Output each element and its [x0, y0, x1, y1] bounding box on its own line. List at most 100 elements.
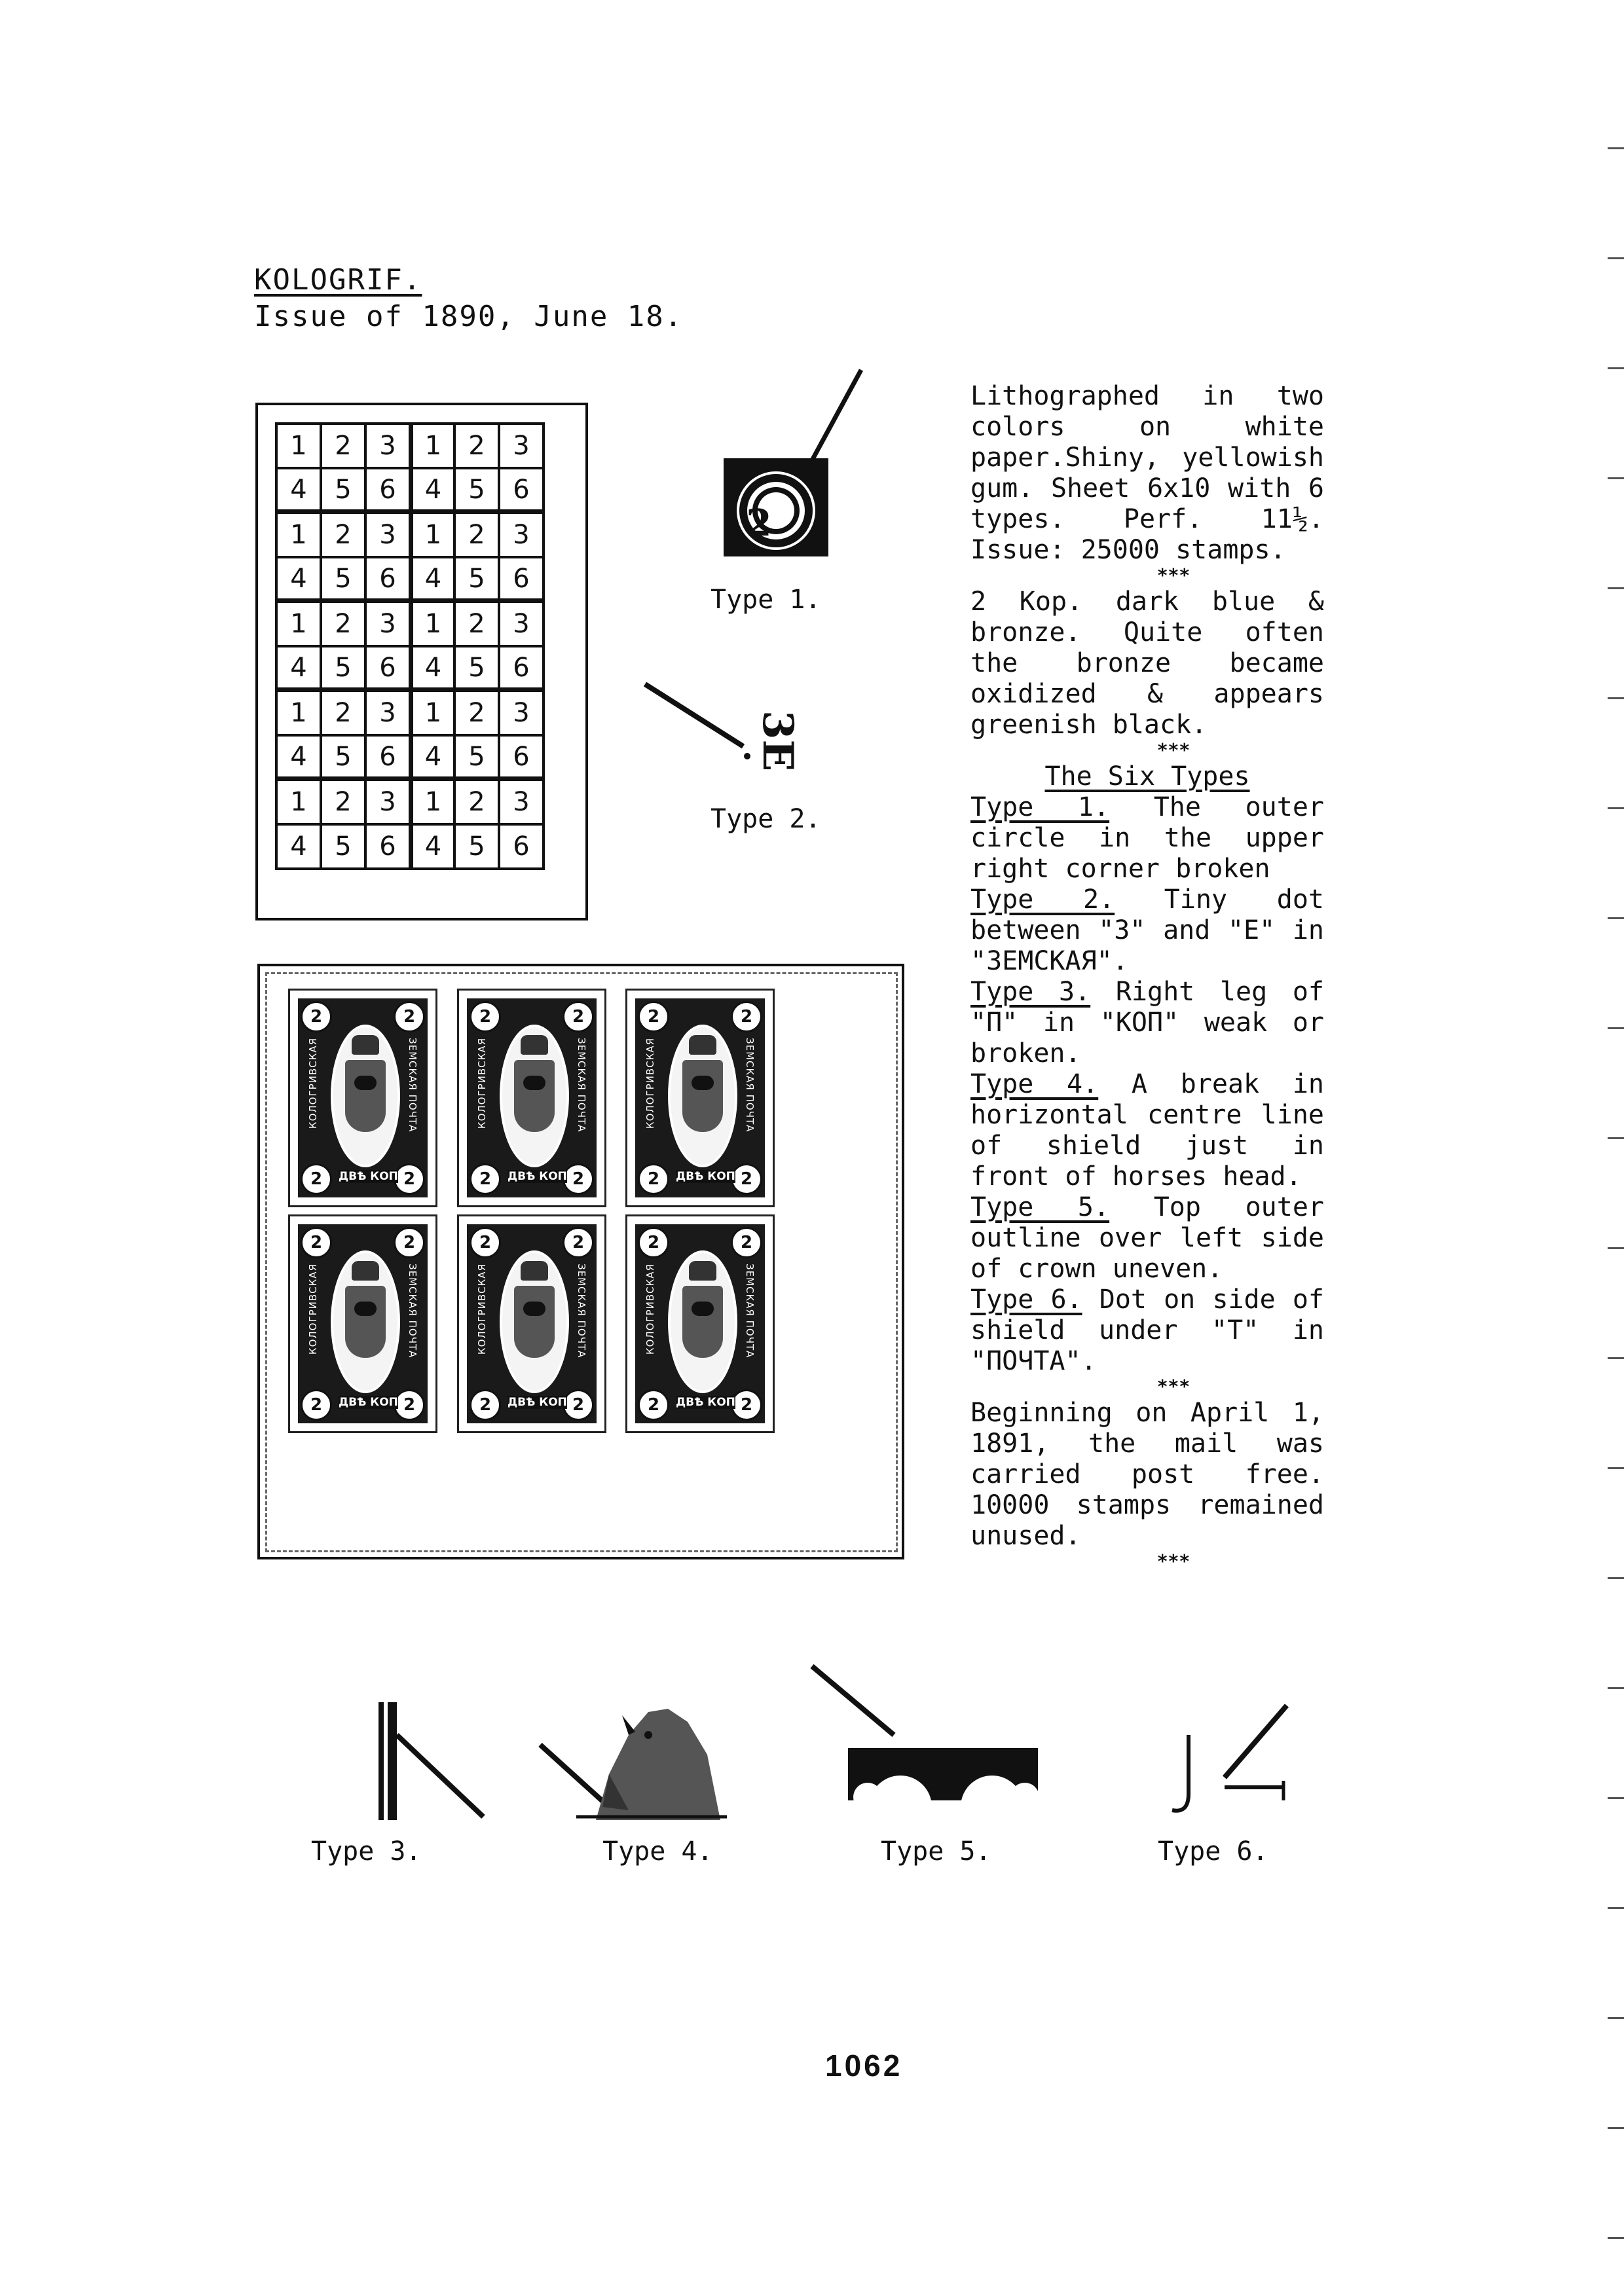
type-description-text: Tiny dot between "3" and "E" in "ЗЕМСКАЯ…: [970, 884, 1324, 976]
layout-cell: 6: [500, 737, 545, 781]
description-paragraph-1: Lithographed in two colors on white pape…: [970, 381, 1324, 565]
layout-cell: 1: [278, 425, 322, 469]
type-description-label: Type 5.: [970, 1192, 1110, 1222]
type-description-label: Type 6.: [970, 1285, 1082, 1315]
crown-icon: [521, 1261, 548, 1281]
page-number: 1062: [825, 2049, 903, 2083]
stamp-corner-numeral: 2: [731, 1227, 762, 1258]
layout-cell: 3: [367, 514, 411, 558]
margin-tick: [1608, 2237, 1624, 2239]
layout-cell: 3: [367, 603, 411, 647]
layout-cell: 3: [500, 425, 545, 469]
margin-tick: [1608, 257, 1624, 259]
stamp-oval: [331, 1250, 400, 1393]
type-description-text: Right leg of "П" in "КОП" weak or broken…: [970, 977, 1324, 1068]
layout-cell: 6: [500, 647, 545, 692]
layout-cell: 5: [322, 826, 367, 870]
stamp-oval: [668, 1025, 737, 1167]
place-title: KOLOGRIF.: [254, 263, 422, 297]
stamp-right-text: ЗЕМСКАЯ ПОЧТА: [407, 1264, 418, 1358]
type1-label: Type 1.: [710, 585, 821, 615]
description-paragraph-2: 2 Kop. dark blue & bronze. Quite often t…: [970, 587, 1324, 740]
layout-cell: 6: [500, 826, 545, 870]
type-description-label: Type 4.: [970, 1069, 1099, 1099]
layout-cell: 2: [456, 425, 500, 469]
layout-cell: 1: [411, 514, 456, 558]
margin-tick: [1608, 587, 1624, 589]
layout-cell: 3: [367, 781, 411, 826]
crown-icon: [689, 1261, 716, 1281]
stamp-corner-numeral: 2: [470, 1163, 501, 1195]
margin-tick: [1608, 367, 1624, 369]
stamp-corner-numeral: 2: [731, 1001, 762, 1032]
stamp-corner-numeral: 2: [394, 1001, 425, 1032]
margin-tick: [1608, 1577, 1624, 1579]
types-title: The Six Types: [1044, 761, 1250, 792]
layout-cell: 5: [322, 737, 367, 781]
separator-stars: ***: [1156, 564, 1190, 586]
layout-cell: 3: [500, 603, 545, 647]
stamp-left-text: КОЛОГРИВСКАЯ: [476, 1264, 488, 1355]
layout-cell: 4: [411, 647, 456, 692]
layout-cell: 4: [278, 826, 322, 870]
margin-tick: [1608, 1797, 1624, 1799]
type4-label: Type 4.: [602, 1836, 713, 1867]
stamp-left-text: КОЛОГРИВСКАЯ: [307, 1038, 319, 1129]
stamp-value-text: ДВѢ КОП: [676, 1396, 735, 1409]
stamp-block-photo: [257, 964, 904, 1559]
layout-cell: 2: [456, 692, 500, 737]
type2-glyph: 3E: [753, 710, 802, 772]
type3-label: Type 3.: [311, 1836, 422, 1867]
stamp-right-text: ЗЕМСКАЯ ПОЧТА: [407, 1038, 418, 1133]
bear-icon: [523, 1302, 545, 1316]
layout-cell: 2: [322, 425, 367, 469]
type3-detail-image: [378, 1702, 485, 1820]
stamp-corner-numeral: 2: [563, 1001, 594, 1032]
layout-cell: 6: [367, 469, 411, 514]
margin-tick: [1608, 807, 1624, 809]
margin-tick: [1608, 1907, 1624, 1909]
stamp-oval: [500, 1025, 569, 1167]
crown-icon: [352, 1261, 379, 1281]
stamp-corner-numeral: 2: [470, 1227, 501, 1258]
layout-cell: 6: [367, 737, 411, 781]
layout-cell: 1: [411, 781, 456, 826]
bear-icon: [523, 1076, 545, 1090]
layout-cell: 6: [500, 558, 545, 603]
margin-tick: [1608, 697, 1624, 699]
margin-tick: [1608, 1467, 1624, 1469]
type-description-label: Type 3.: [970, 977, 1091, 1007]
stamp-corner-numeral: 2: [563, 1163, 594, 1195]
layout-cell: 3: [367, 425, 411, 469]
margin-tick: [1608, 1687, 1624, 1689]
type-description-text: Dot on side of shield under "T" in "ПОЧТ…: [970, 1285, 1324, 1376]
page-header: KOLOGRIF. Issue of 1890, June 18.: [254, 262, 683, 335]
layout-cell: 4: [411, 469, 456, 514]
issue-date: Issue of 1890, June 18.: [254, 300, 684, 333]
layout-cell: 1: [278, 692, 322, 737]
stamp-right-text: ЗЕМСКАЯ ПОЧТА: [744, 1264, 756, 1358]
layout-cell: 1: [278, 514, 322, 558]
layout-cell: 4: [278, 469, 322, 514]
stamp-value-text: ДВѢ КОП: [676, 1170, 735, 1183]
stamp-corner-numeral: 2: [563, 1389, 594, 1421]
stamp-corner-numeral: 2: [638, 1163, 669, 1195]
stamp-value-text: ДВѢ КОП: [507, 1170, 567, 1183]
margin-tick: [1608, 477, 1624, 479]
crown-icon: [521, 1035, 548, 1055]
stamp-corner-numeral: 2: [638, 1227, 669, 1258]
layout-cell: 6: [500, 469, 545, 514]
layout-cell: 5: [322, 469, 367, 514]
bear-icon: [354, 1302, 377, 1316]
type-description-text: Top outer outline over left side of crow…: [970, 1192, 1324, 1284]
bear-icon: [692, 1076, 714, 1090]
layout-cell: 2: [322, 514, 367, 558]
types-list: Type 1. The outer circle in the upper ri…: [970, 792, 1324, 1377]
